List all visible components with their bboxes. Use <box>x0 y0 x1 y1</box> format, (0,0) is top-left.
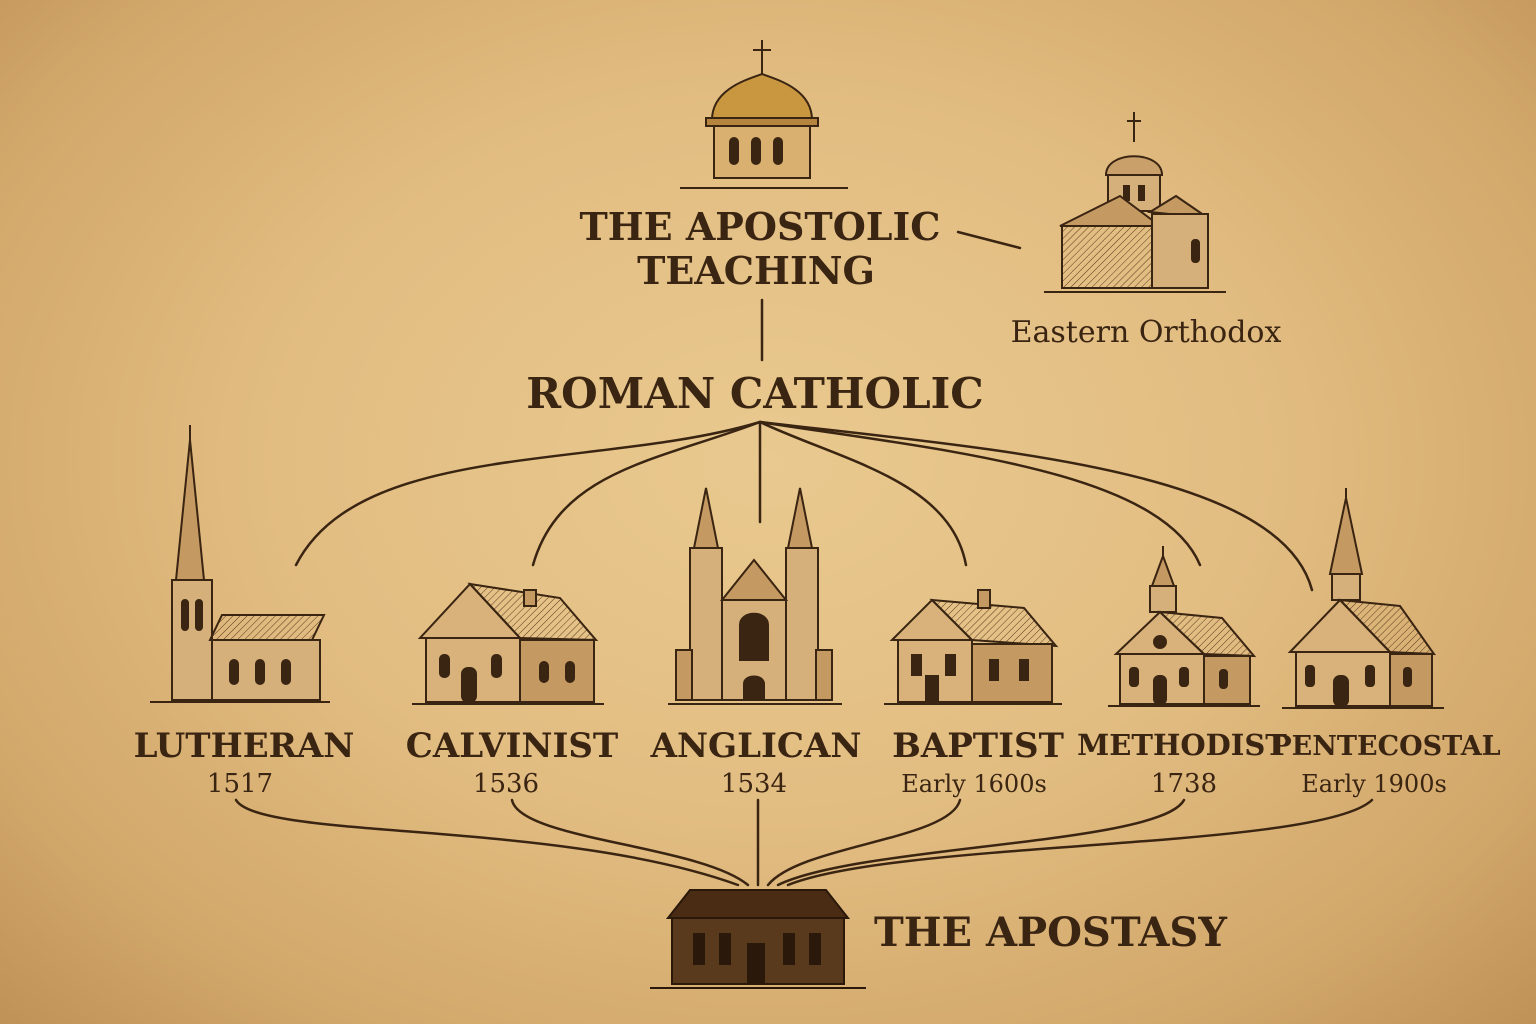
connector-catholic-to-methodist <box>758 420 1202 567</box>
apostolic-chapel-illustration <box>680 40 848 189</box>
methodist-name: METHODIST <box>1077 728 1287 762</box>
apostolic-title-line2: TEACHING <box>637 248 875 293</box>
connector-baptist-to-apostasy <box>766 798 962 887</box>
pentecostal-church-illustration <box>1282 488 1444 709</box>
pentecostal-date: Early 1900s <box>1301 770 1447 798</box>
anglican-cathedral-illustration <box>668 487 842 705</box>
connector-lines <box>234 230 1374 887</box>
anglican-date: 1534 <box>721 769 787 799</box>
connector-catholic-to-calvinist <box>531 420 762 567</box>
connector-apostolic-to-orthodox <box>956 230 1022 250</box>
methodist-church-illustration <box>1108 546 1260 707</box>
calvinist-church-illustration <box>412 582 604 705</box>
denomination-labels: LUTHERAN 1517 CALVINIST 1536 ANGLICAN 15… <box>134 726 1501 799</box>
connector-catholic-to-baptist <box>758 420 968 567</box>
baptist-church-illustration <box>884 589 1062 705</box>
lutheran-date: 1517 <box>207 769 273 799</box>
calvinist-name: CALVINIST <box>406 726 618 766</box>
connector-pentecostal-to-apostasy <box>786 798 1374 887</box>
methodist-date: 1738 <box>1151 769 1217 799</box>
connector-calvinist-to-apostasy <box>510 798 750 887</box>
orthodox-label: Eastern Orthodox <box>1011 315 1282 350</box>
lutheran-church-illustration <box>150 425 330 703</box>
connector-catholic-to-lutheran <box>294 420 762 567</box>
apostasy-label: THE APOSTASY <box>874 909 1227 956</box>
baptist-name: BAPTIST <box>892 726 1064 766</box>
pentecostal-name: PENTECOSTAL <box>1271 731 1500 762</box>
connector-catholic-to-pentecostal <box>758 420 1314 592</box>
lutheran-name: LUTHERAN <box>134 726 355 766</box>
apostolic-title-line1: THE APOSTOLIC <box>579 204 940 249</box>
anglican-name: ANGLICAN <box>650 726 862 766</box>
catholic-label: ROMAN CATHOLIC <box>526 369 983 418</box>
baptist-date: Early 1600s <box>901 770 1047 798</box>
calvinist-date: 1536 <box>473 769 539 799</box>
orthodox-church-illustration <box>1044 112 1226 293</box>
apostasy-building-illustration <box>650 889 866 989</box>
connector-lutheran-to-apostasy <box>234 798 740 887</box>
connector-methodist-to-apostasy <box>776 798 1186 887</box>
